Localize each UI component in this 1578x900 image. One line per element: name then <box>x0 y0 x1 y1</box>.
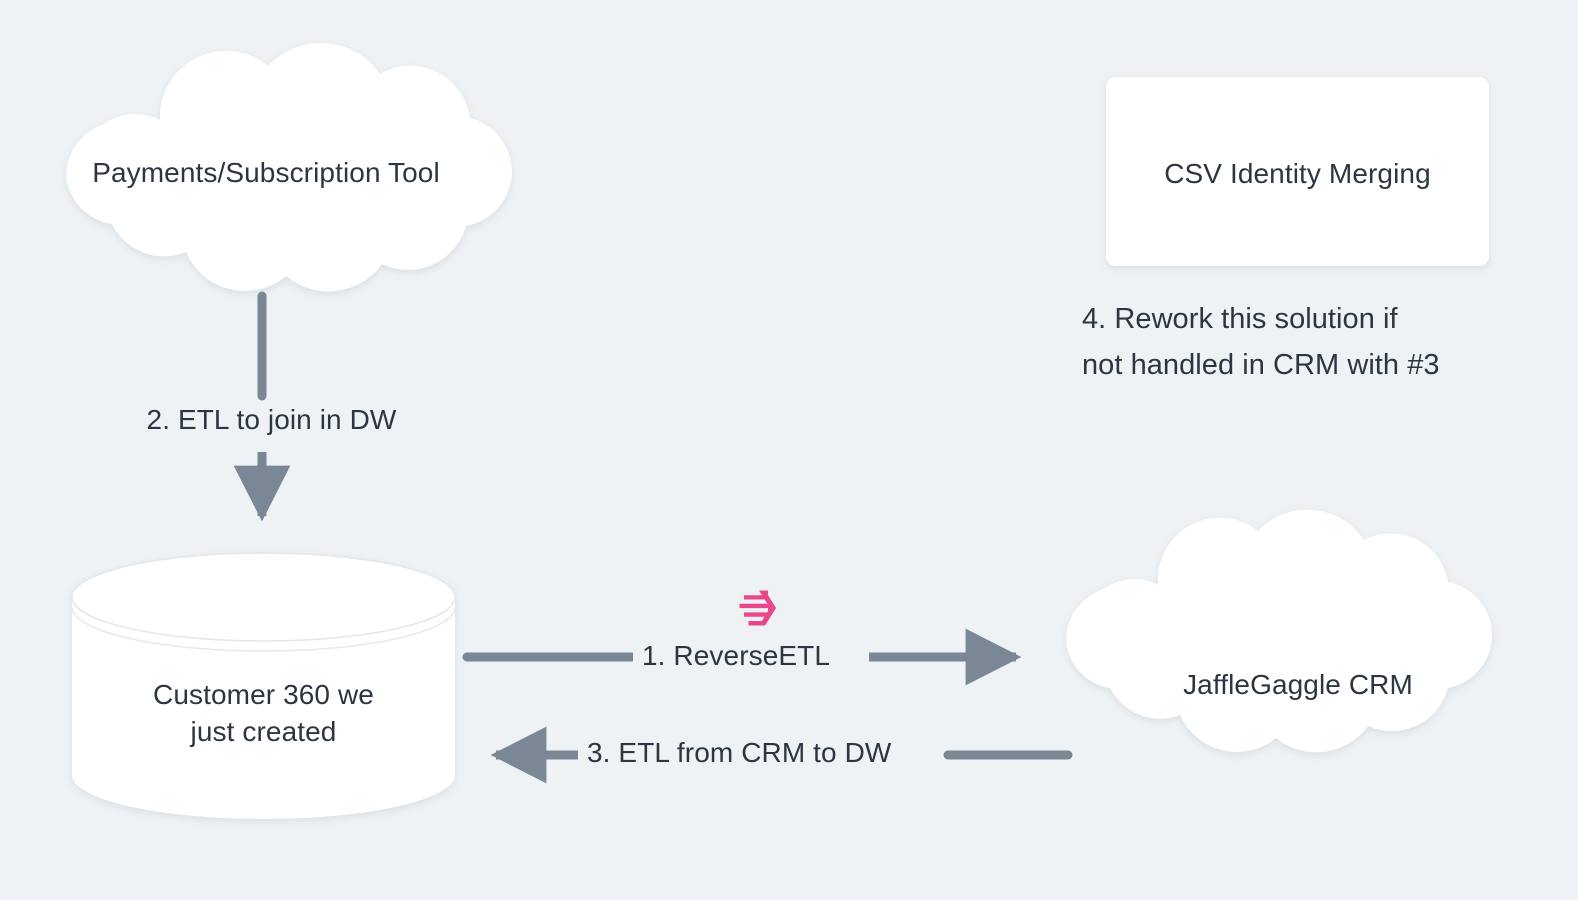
hightouch-logo-icon <box>739 590 776 626</box>
node-csv-shape[interactable] <box>1106 77 1489 266</box>
edge-2-label: 2. ETL to join in DW <box>110 406 433 434</box>
node-payments-shape[interactable] <box>66 42 512 292</box>
node-crm-shape[interactable] <box>1066 509 1493 753</box>
edge-3-label: 3. ETL from CRM to DW <box>578 739 901 767</box>
edge-1-label: 1. ReverseETL <box>633 642 840 670</box>
node-warehouse-shape[interactable] <box>71 552 456 819</box>
rework-annotation: 4. Rework this solution if not handled i… <box>1082 303 1440 381</box>
